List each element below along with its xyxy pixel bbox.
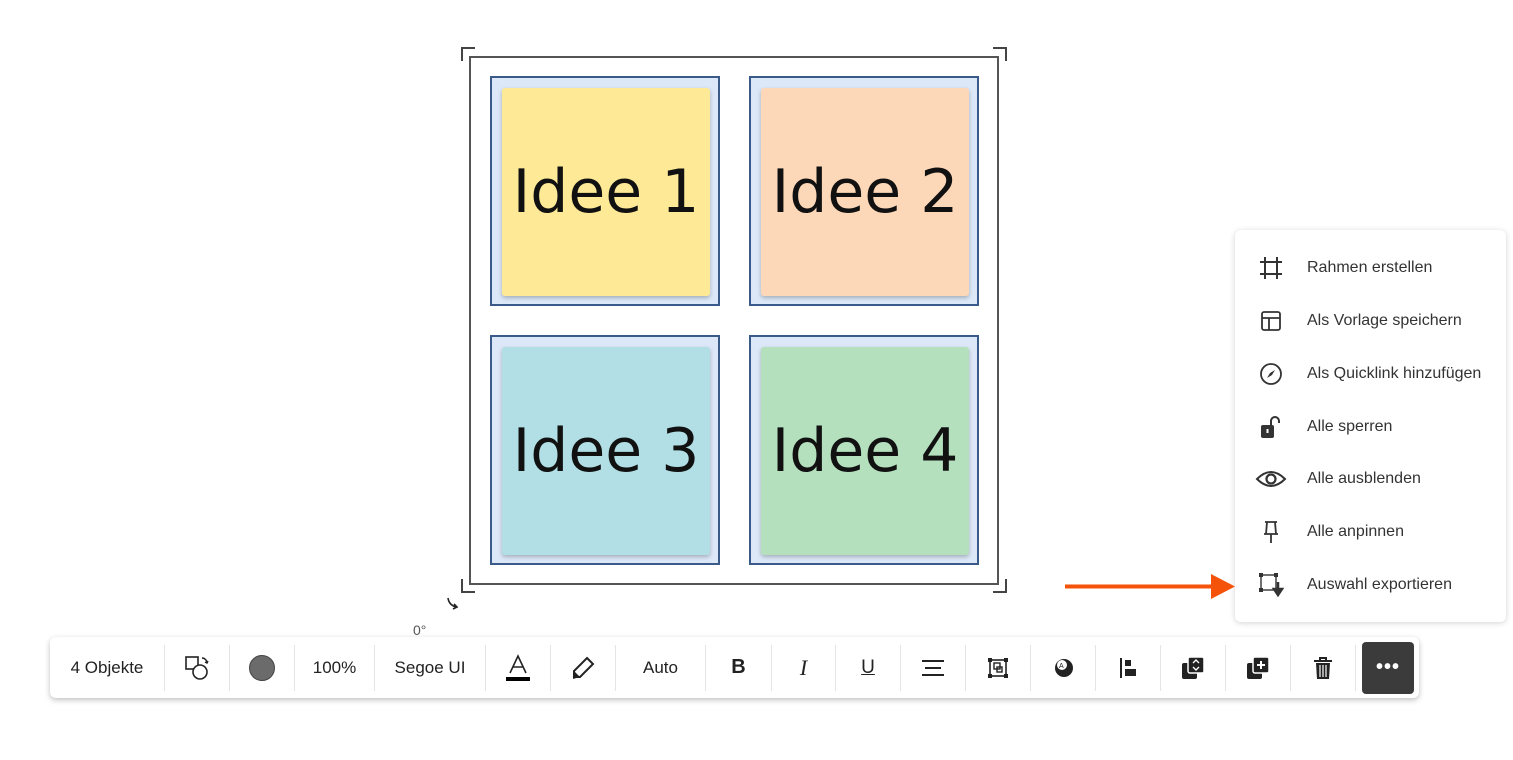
menu-item-lock-all[interactable]: Alle sperren bbox=[1235, 405, 1506, 449]
menu-item-add-quicklink[interactable]: Als Quicklink hinzufügen bbox=[1235, 352, 1506, 396]
sticky-note-label: Idee 3 bbox=[502, 347, 710, 555]
selection-toolbar: 4 Objekte 100% Segoe UI Auto B I U A ••• bbox=[50, 637, 1419, 698]
italic-button[interactable]: I bbox=[772, 644, 836, 691]
font-size-dropdown[interactable]: Auto bbox=[616, 644, 706, 691]
italic-icon: I bbox=[799, 654, 808, 680]
arrange-align-button[interactable] bbox=[1096, 644, 1161, 691]
more-options-button[interactable]: ••• bbox=[1362, 641, 1414, 694]
sticky-note-3[interactable]: Idee 3 bbox=[490, 335, 720, 565]
color-swatch-icon bbox=[249, 654, 275, 681]
sticky-note-4[interactable]: Idee 4 bbox=[749, 335, 979, 565]
align-center-icon bbox=[922, 659, 944, 676]
convert-shape-icon bbox=[185, 655, 209, 680]
menu-item-save-template[interactable]: Als Vorlage speichern bbox=[1235, 299, 1506, 343]
menu-item-pin-all[interactable]: Alle anpinnen bbox=[1235, 510, 1506, 554]
font-family-dropdown[interactable]: Segoe UI bbox=[375, 644, 486, 691]
selection-corner[interactable] bbox=[461, 579, 475, 593]
bold-icon: B bbox=[731, 656, 746, 678]
menu-item-hide-all[interactable]: Alle ausblenden bbox=[1235, 457, 1506, 501]
object-count: 4 Objekte bbox=[50, 644, 165, 691]
layer-order-button[interactable] bbox=[1161, 644, 1226, 691]
translate-button[interactable]: A bbox=[1031, 644, 1096, 691]
svg-text:A: A bbox=[1059, 663, 1064, 670]
duplicate-button[interactable] bbox=[1226, 644, 1291, 691]
pin-icon bbox=[1264, 521, 1278, 543]
duplicate-icon bbox=[1247, 655, 1270, 679]
eye-icon bbox=[1255, 471, 1287, 487]
translate-globe-icon: A bbox=[1055, 658, 1073, 677]
layers-icon bbox=[1182, 655, 1205, 679]
pen-icon bbox=[573, 656, 595, 679]
frame-icon bbox=[1260, 257, 1282, 279]
convert-shape-button[interactable] bbox=[165, 644, 230, 691]
export-icon bbox=[1259, 573, 1284, 598]
bold-button[interactable]: B bbox=[706, 644, 772, 691]
align-left-icon bbox=[1120, 657, 1136, 678]
selection-corner[interactable] bbox=[461, 47, 475, 61]
unlock-icon bbox=[1261, 416, 1280, 438]
rotation-readout: 0° bbox=[413, 622, 427, 638]
highlight-button[interactable] bbox=[551, 644, 616, 691]
sticky-note-label: Idee 2 bbox=[761, 88, 969, 296]
template-icon bbox=[1261, 311, 1281, 331]
more-options-menu: Rahmen erstellen Als Vorlage speichern A… bbox=[1235, 230, 1506, 622]
underline-button[interactable]: U bbox=[836, 644, 901, 691]
sticky-note-2[interactable]: Idee 2 bbox=[749, 76, 979, 306]
delete-button[interactable] bbox=[1291, 644, 1356, 691]
menu-item-create-frame[interactable]: Rahmen erstellen bbox=[1235, 246, 1506, 290]
group-button[interactable] bbox=[966, 644, 1031, 691]
trash-icon bbox=[1314, 656, 1332, 679]
zoom-level[interactable]: 100% bbox=[295, 644, 375, 691]
rotate-handle-icon[interactable] bbox=[446, 596, 460, 610]
underline-icon: U bbox=[861, 656, 875, 678]
frame-selection[interactable] bbox=[469, 56, 999, 585]
sticky-note-label: Idee 4 bbox=[761, 347, 969, 555]
annotation-arrow-icon bbox=[1065, 574, 1235, 599]
sticky-note-label: Idee 1 bbox=[502, 88, 710, 296]
fill-color-button[interactable] bbox=[230, 644, 295, 691]
align-button[interactable] bbox=[901, 644, 966, 691]
selection-corner[interactable] bbox=[993, 47, 1007, 61]
menu-item-export-selection[interactable]: Auswahl exportieren bbox=[1235, 563, 1506, 607]
text-color-icon bbox=[506, 653, 530, 681]
text-color-button[interactable] bbox=[486, 644, 551, 691]
selection-corner[interactable] bbox=[993, 579, 1007, 593]
sticky-note-1[interactable]: Idee 1 bbox=[490, 76, 720, 306]
group-icon bbox=[988, 657, 1008, 678]
compass-icon bbox=[1260, 363, 1282, 385]
